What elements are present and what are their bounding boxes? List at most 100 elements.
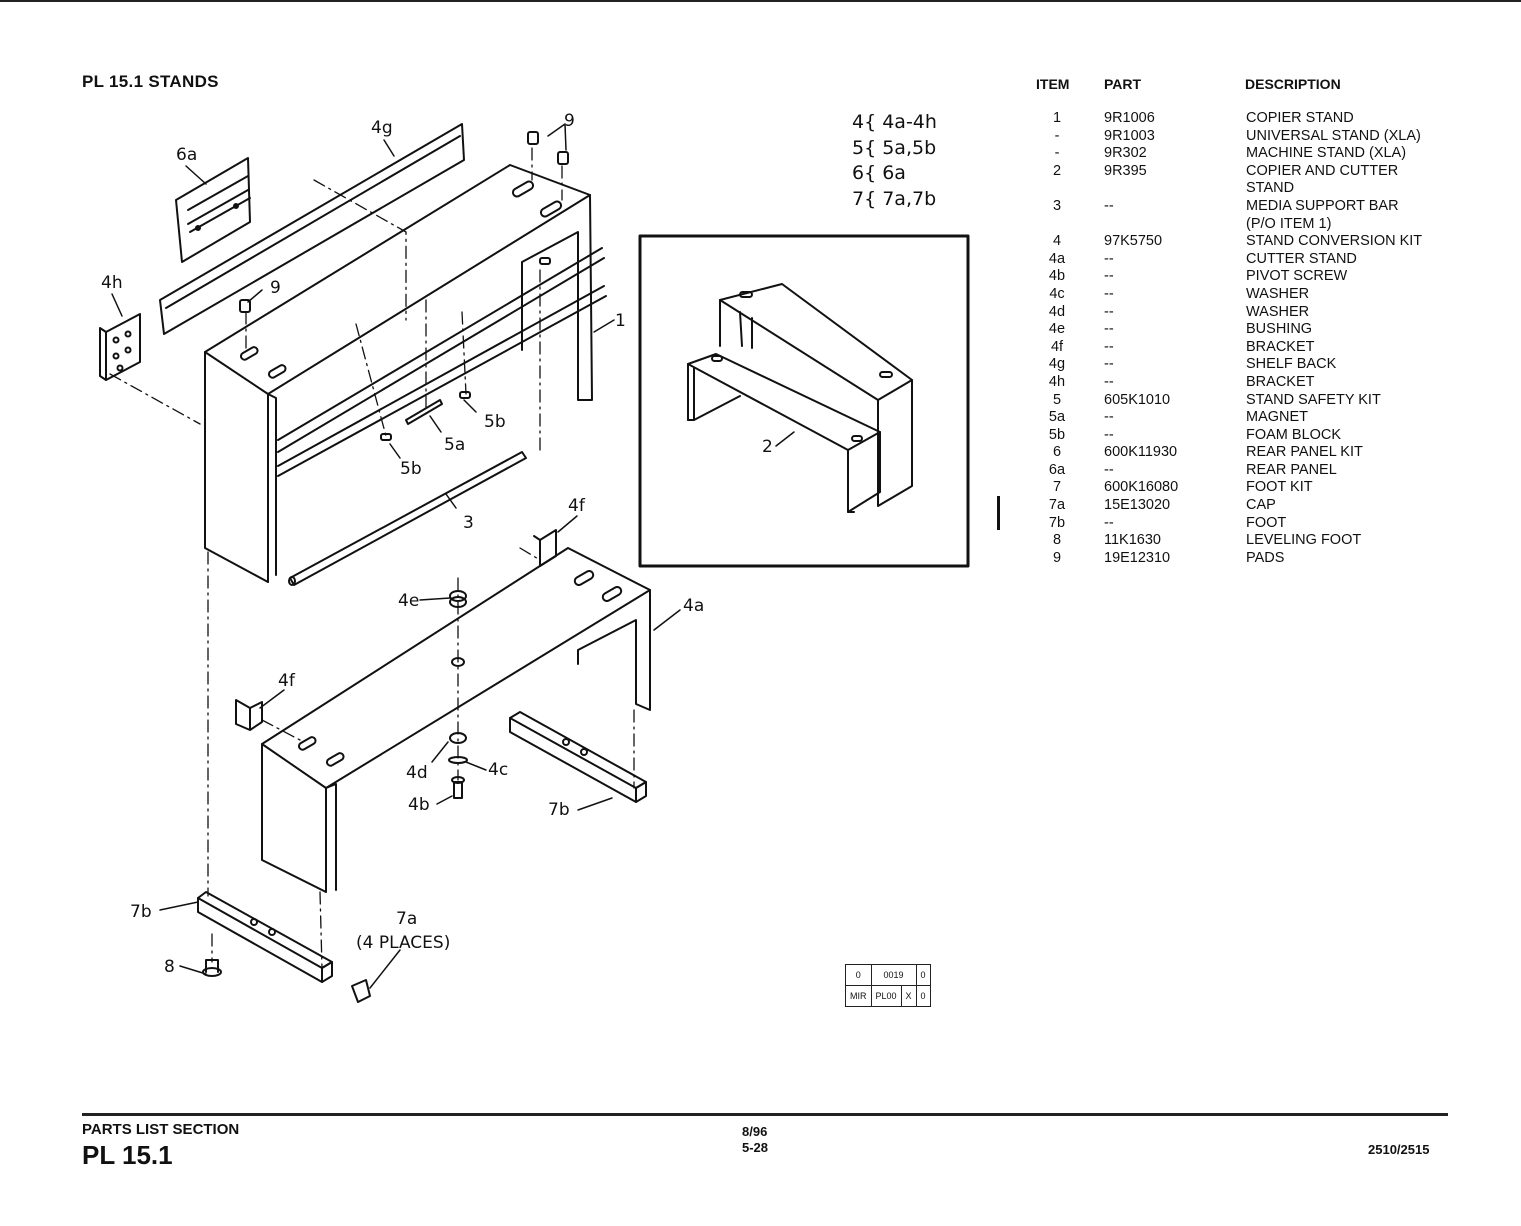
description-cell: WASHER [1246,285,1310,302]
media-support-bar-drawing [288,451,527,586]
item-cell: 5b [1048,426,1066,443]
kit-legend-line: 7{ 7a,7b [852,187,937,210]
description-cell: STAND SAFETY KIT [1246,391,1381,408]
drawing-code-box: 0 0019 0 MIR PL00 X 0 [845,964,931,1007]
item-cell: 4f [1050,338,1064,355]
description-cell: FOOT [1246,514,1287,531]
part-number-cell: 9R1003 [1104,127,1155,144]
code-cell: X [900,985,917,1007]
description-cell: COPIER STAND [1246,110,1354,126]
bracket-4f-drawing [235,529,557,731]
callout-4g: 4g [371,118,393,138]
item-cell: 4 [1052,233,1062,250]
change-bar [997,496,1000,530]
table-row: 4d--WASHER [1030,304,1490,322]
description-cell: WASHER [1246,303,1310,320]
callout-4a: 4a [683,596,704,616]
table-row: 7a 15E13020 CAP [1030,497,1490,515]
callout-5b-right: 5b [484,412,506,432]
top-border [0,0,1521,2]
description-cell: COPIER AND CUTTER [1246,162,1399,179]
description-cell: STAND [1246,180,1295,197]
item-cell: - [1054,145,1060,162]
item-cell: 2 [1052,162,1062,179]
footer-parts-list-number: PL 15.1 [82,1140,173,1170]
part-number-cell: 19E12310 [1104,549,1171,566]
callout-7a: 7a [396,909,417,929]
description-cell: MEDIA SUPPORT BAR [1246,197,1399,214]
item-cell: 4e [1048,321,1066,338]
item-cell: 6a [1048,461,1066,478]
callout-5a: 5a [444,435,465,455]
description-cell: CAP [1246,497,1276,514]
table-row: 5a--MAGNET [1030,409,1490,427]
code-cell: PL00 [870,985,902,1007]
part-number-cell: -- [1104,303,1114,320]
table-row: 4e--BUSHING [1030,321,1490,339]
item-cell: 7 [1052,479,1062,496]
description-cell: MAGNET [1246,409,1309,426]
item-cell: 3 [1052,197,1062,214]
callout-4f-top: 4f [568,496,586,516]
item-cell: 7a [1048,497,1066,514]
page-title: PL 15.1 STANDS [82,72,219,91]
item-cell: 5 [1052,391,1062,408]
item-cell: 5a [1048,409,1066,426]
part-number-cell: 600K16080 [1104,479,1179,496]
column-header-item: ITEM [1036,76,1070,92]
shelf-back-drawing [159,123,465,335]
table-row: 4c--WASHER [1030,286,1490,304]
kit-legend-line: 6{ 6a [852,162,906,184]
footer-page-number: 5-28 [742,1140,769,1155]
table-row: - 9R1003 UNIVERSAL STAND (XLA) [1030,128,1490,146]
item-cell: 4b [1048,268,1066,285]
feet-drawing [197,131,647,1003]
part-number-cell: -- [1104,338,1114,355]
leader-lines [111,123,795,989]
description-cell: SHELF BACK [1246,356,1337,373]
part-number-cell: 11K1630 [1104,532,1161,549]
item-cell: - [1054,127,1060,144]
table-row: 5b--FOAM BLOCK [1030,427,1490,445]
table-row: 6a -- REAR PANEL [1030,462,1490,480]
item-cell: 7b [1048,514,1066,531]
callout-7b-right: 7b [548,800,570,820]
part-number-cell: -- [1104,461,1114,478]
table-row: 4g--SHELF BACK [1030,356,1490,374]
column-header-part: PART [1104,76,1142,92]
description-cell: PADS [1246,549,1285,566]
description-cell: (P/O ITEM 1) [1246,215,1332,232]
part-number-cell: -- [1104,321,1114,338]
table-row: 4h--BRACKET [1030,374,1490,392]
cutter-stand-drawing [261,547,651,893]
callout-7a-note: (4 PLACES) [356,933,450,953]
table-row: 4b--PIVOT SCREW [1030,268,1490,286]
description-cell: REAR PANEL [1246,461,1337,478]
description-cell: UNIVERSAL STAND (XLA) [1246,127,1421,144]
description-cell: MACHINE STAND (XLA) [1246,145,1407,162]
part-number-cell: 97K5750 [1104,233,1163,250]
code-cell: 0 [915,964,931,986]
callout-5b-left: 5b [400,459,422,479]
item-cell: 4c [1049,285,1065,302]
footer-date-page: 8/96 5-28 [742,1124,768,1156]
part-number-cell: -- [1104,197,1114,214]
footer-date: 8/96 [742,1124,768,1139]
footer-model: 2510/2515 [1368,1142,1430,1157]
item-cell: 4a [1048,250,1066,267]
footer-section-title: PARTS LIST SECTION [82,1121,240,1138]
part-number-cell: 15E13020 [1104,497,1171,514]
description-cell: REAR PANEL KIT [1246,444,1363,461]
rear-panel-drawing [175,157,251,263]
part-number-cell: -- [1104,514,1114,531]
table-row: STAND [1030,180,1490,198]
